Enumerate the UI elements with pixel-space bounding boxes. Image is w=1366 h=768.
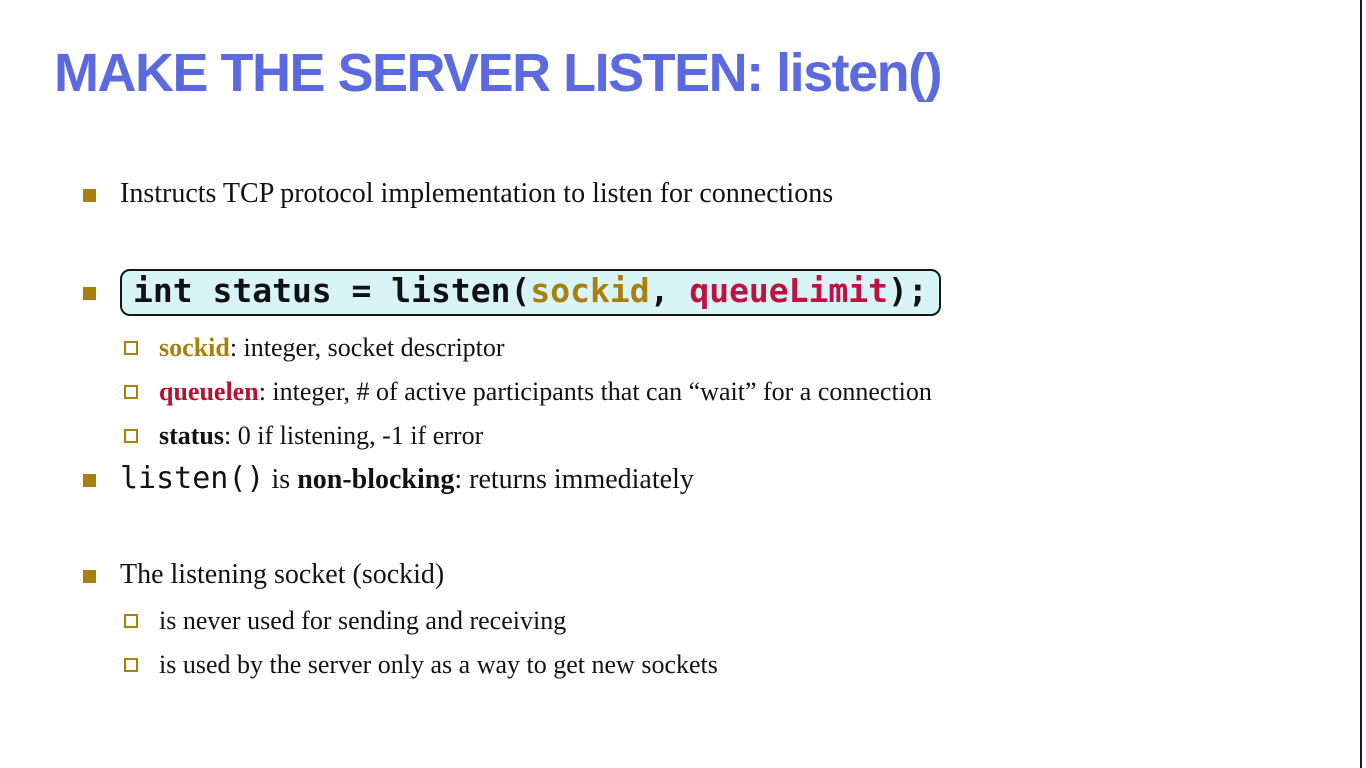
sub-bullet-sockid: sockid: integer, socket descriptor (124, 331, 505, 365)
bullet-item-nonblocking: listen() is non-blocking: returns immedi… (83, 461, 694, 498)
term-sockid: sockid (159, 333, 230, 362)
sub-bullet-never-used: is never used for sending and receiving (124, 604, 566, 638)
sub-bullet-text: status: 0 if listening, -1 if error (159, 419, 483, 453)
term-queuelen-desc: : integer, # of active participants that… (258, 377, 932, 406)
sub-bullet-square-icon (124, 341, 138, 355)
bullet3-rest: : returns immediately (454, 464, 694, 495)
code-box: int status = listen(sockid, queueLimit); (120, 269, 941, 316)
bullet-square-icon (83, 189, 96, 202)
inline-code-listen: listen() (120, 461, 265, 496)
bullet-square-icon (83, 474, 96, 487)
sub-bullet-square-icon (124, 658, 138, 672)
bullet-text: listen() is non-blocking: returns immedi… (120, 461, 694, 498)
code-post: ); (888, 271, 928, 310)
sub-bullet-square-icon (124, 385, 138, 399)
code-arg-queuelimit: queueLimit (689, 271, 889, 310)
sub-bullet-queuelen: queuelen: integer, # of active participa… (124, 375, 932, 409)
sub-bullet-status: status: 0 if listening, -1 if error (124, 419, 483, 453)
sub-bullet-text: is never used for sending and receiving (159, 606, 567, 635)
sub-bullet-text: is used by the server only as a way to g… (159, 650, 718, 679)
bullet-square-icon (83, 570, 96, 583)
term-status-desc: : 0 if listening, -1 if error (224, 421, 484, 450)
code-comma: , (649, 271, 690, 310)
code-arg-sockid: sockid (530, 271, 650, 310)
sub-bullet-square-icon (124, 614, 138, 628)
bullet-square-icon (83, 287, 96, 300)
term-queuelen: queuelen (159, 377, 259, 406)
bullet3-bold: non-blocking (297, 464, 455, 495)
bullet-text: The listening socket (sockid) (120, 559, 445, 590)
bullet-item-listening-socket: The listening socket (sockid) (83, 557, 444, 593)
bullet-item-code: int status = listen(sockid, queueLimit); (83, 269, 941, 316)
slide-edge-line (1360, 0, 1362, 768)
sub-bullet-square-icon (124, 429, 138, 443)
slide-title: MAKE THE SERVER LISTEN: listen() (54, 43, 943, 103)
sub-bullet-text: queuelen: integer, # of active participa… (159, 375, 932, 409)
bullet3-mid: is (264, 464, 298, 495)
sub-bullet-get-new-sockets: is used by the server only as a way to g… (124, 648, 718, 682)
code-pre: int status = listen( (133, 271, 531, 310)
term-status: status (159, 421, 225, 450)
sub-bullet-text: sockid: integer, socket descriptor (159, 331, 505, 365)
bullet-item-instructs: Instructs TCP protocol implementation to… (83, 176, 833, 212)
bullet-text: Instructs TCP protocol implementation to… (120, 178, 834, 209)
term-sockid-desc: : integer, socket descriptor (229, 333, 505, 362)
